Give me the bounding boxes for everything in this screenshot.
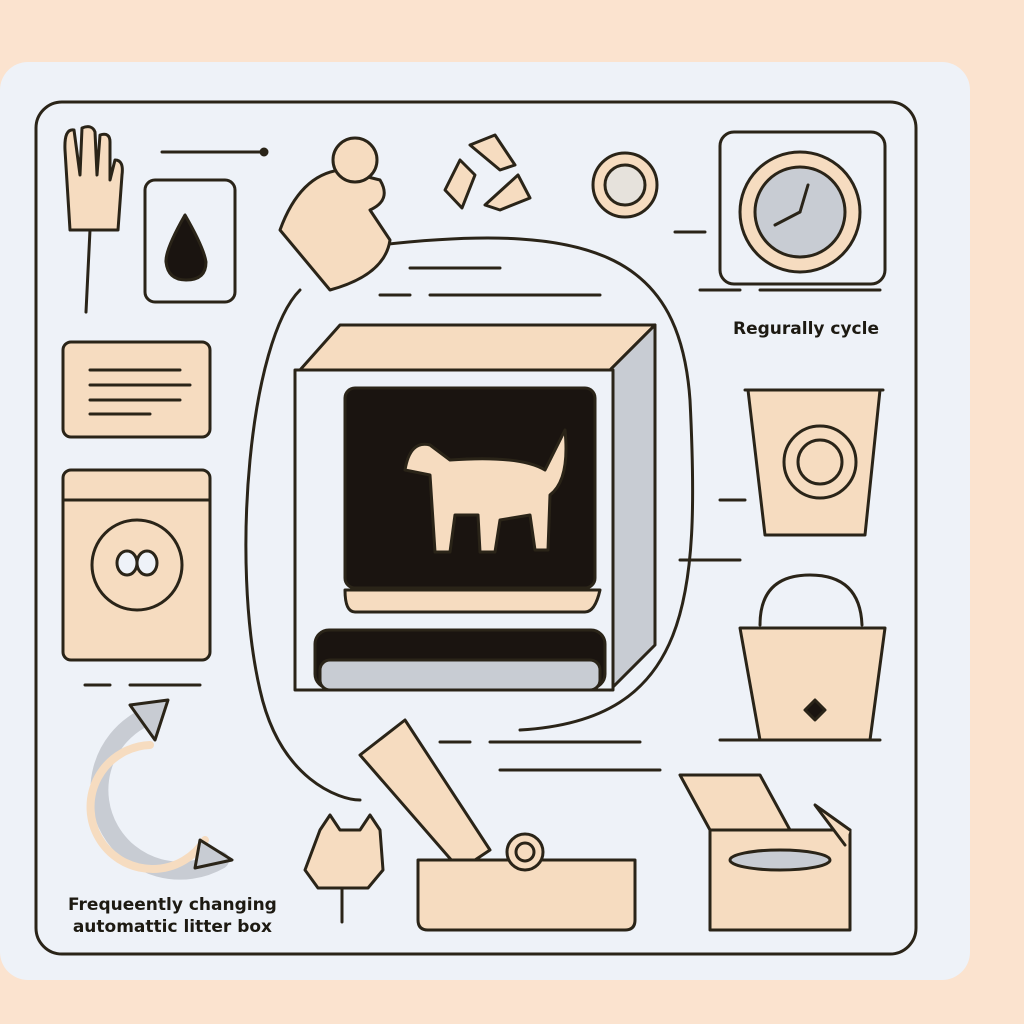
- cat-sign-icon: [303, 813, 385, 924]
- orbit-line: [244, 288, 362, 802]
- orbit-line: [378, 236, 695, 732]
- hand-with-token-icon: [278, 136, 392, 292]
- hand-icon: [63, 125, 124, 314]
- scoop-tray-icon: [358, 718, 637, 932]
- frame-border: [34, 100, 918, 956]
- cardboard-box-icon: [678, 773, 852, 932]
- notepad-card: [61, 340, 212, 439]
- main-caption: Frequeently changing automattic litter b…: [68, 894, 277, 938]
- gauge-icon: [591, 151, 659, 219]
- water-drop-card: [143, 178, 237, 304]
- litter-box-main: [293, 323, 657, 692]
- cup-icon: [743, 388, 885, 537]
- bucket-icon: [738, 573, 887, 742]
- cycle-caption: Regurally cycle: [733, 319, 879, 339]
- cat-silhouette: [403, 428, 568, 554]
- paw-card: [61, 468, 212, 662]
- cycle-arrow-icon: [86, 698, 234, 880]
- recycle-icon: [443, 133, 532, 212]
- main-caption-line2: automattic litter box: [72, 917, 273, 937]
- clock-icon: [718, 130, 887, 286]
- main-caption-line1: Frequeently changing: [68, 895, 277, 915]
